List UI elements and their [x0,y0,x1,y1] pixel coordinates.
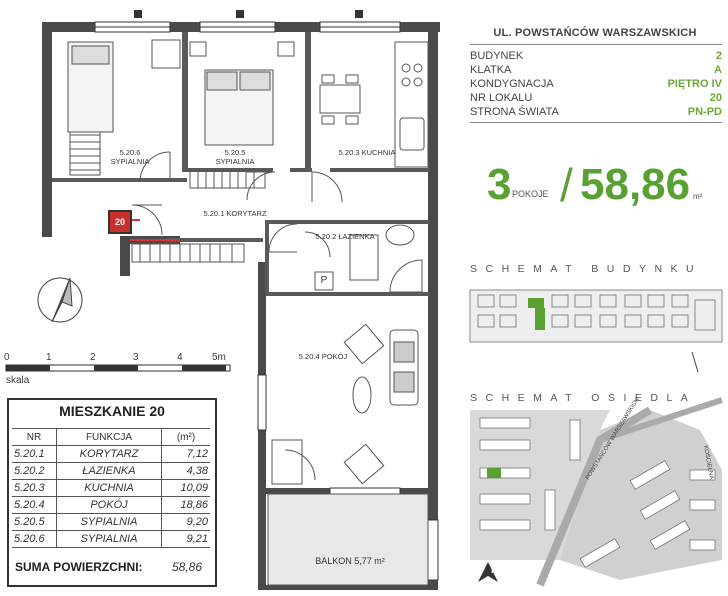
room-label-5-20-1: 5.20.1 KORYTARZ [203,209,267,218]
schemat-budynku-heading: SCHEMAT BUDYNKU [470,263,703,275]
doors [131,151,343,481]
area-unit: m² [693,192,703,201]
slash: / [560,159,573,211]
north-label: N [491,565,499,576]
balcony-label: BALKON 5,77 m² [315,556,385,566]
scale-tick: 0 [4,352,10,363]
balcony-area [267,493,429,586]
area-value: 58,86 [580,160,691,209]
estate-map [470,397,723,588]
windows [94,21,439,581]
compass-icon [37,277,83,323]
scale-bar [5,364,231,372]
schemat-osiedla-heading: SCHEMAT OSIEDLA [470,392,697,404]
col-nr: NR [12,428,57,446]
building-north-icon [691,351,699,373]
scale-tick: 5m [212,352,226,363]
scale-tick: 2 [90,352,96,363]
scale-tick: 4 [177,352,183,363]
building-schema-highlight [528,298,545,330]
rooms-word: POKOJE [512,189,549,199]
beds [67,41,274,146]
room-label-5-20-4: 5.20.4 POKÓJ [298,352,348,361]
table-title: MIESZKANIE 20 [59,403,165,419]
room-label-5-20-2: 5.20.2 ŁAZIENKA [315,232,375,241]
scale-tick: 1 [46,352,52,363]
unit-number-badge: 20 [108,210,132,234]
sum-label: SUMA POWIERZCHNI: [15,560,143,574]
header-divider [470,44,722,45]
col-funkcja: FUNKCJA [56,428,162,446]
scale-label: skala [6,375,30,386]
rooms-count: 3 [487,160,512,209]
scale-tick: 3 [133,352,139,363]
table-header-row: NR FUNKCJA (m²) [12,428,210,446]
wc-symbol: P [320,275,328,286]
furniture [151,39,429,485]
building-schema [469,289,723,343]
info-divider [470,122,722,123]
wardrobes [69,129,266,263]
room-label-5-20-3: 5.20.3 KUCHNIA [338,148,396,157]
col-area: (m²) [161,428,210,446]
street-name: UL. POWSTAŃCÓW WARSZAWSKICH [493,27,697,39]
sum-value: 58,86 [172,560,203,574]
